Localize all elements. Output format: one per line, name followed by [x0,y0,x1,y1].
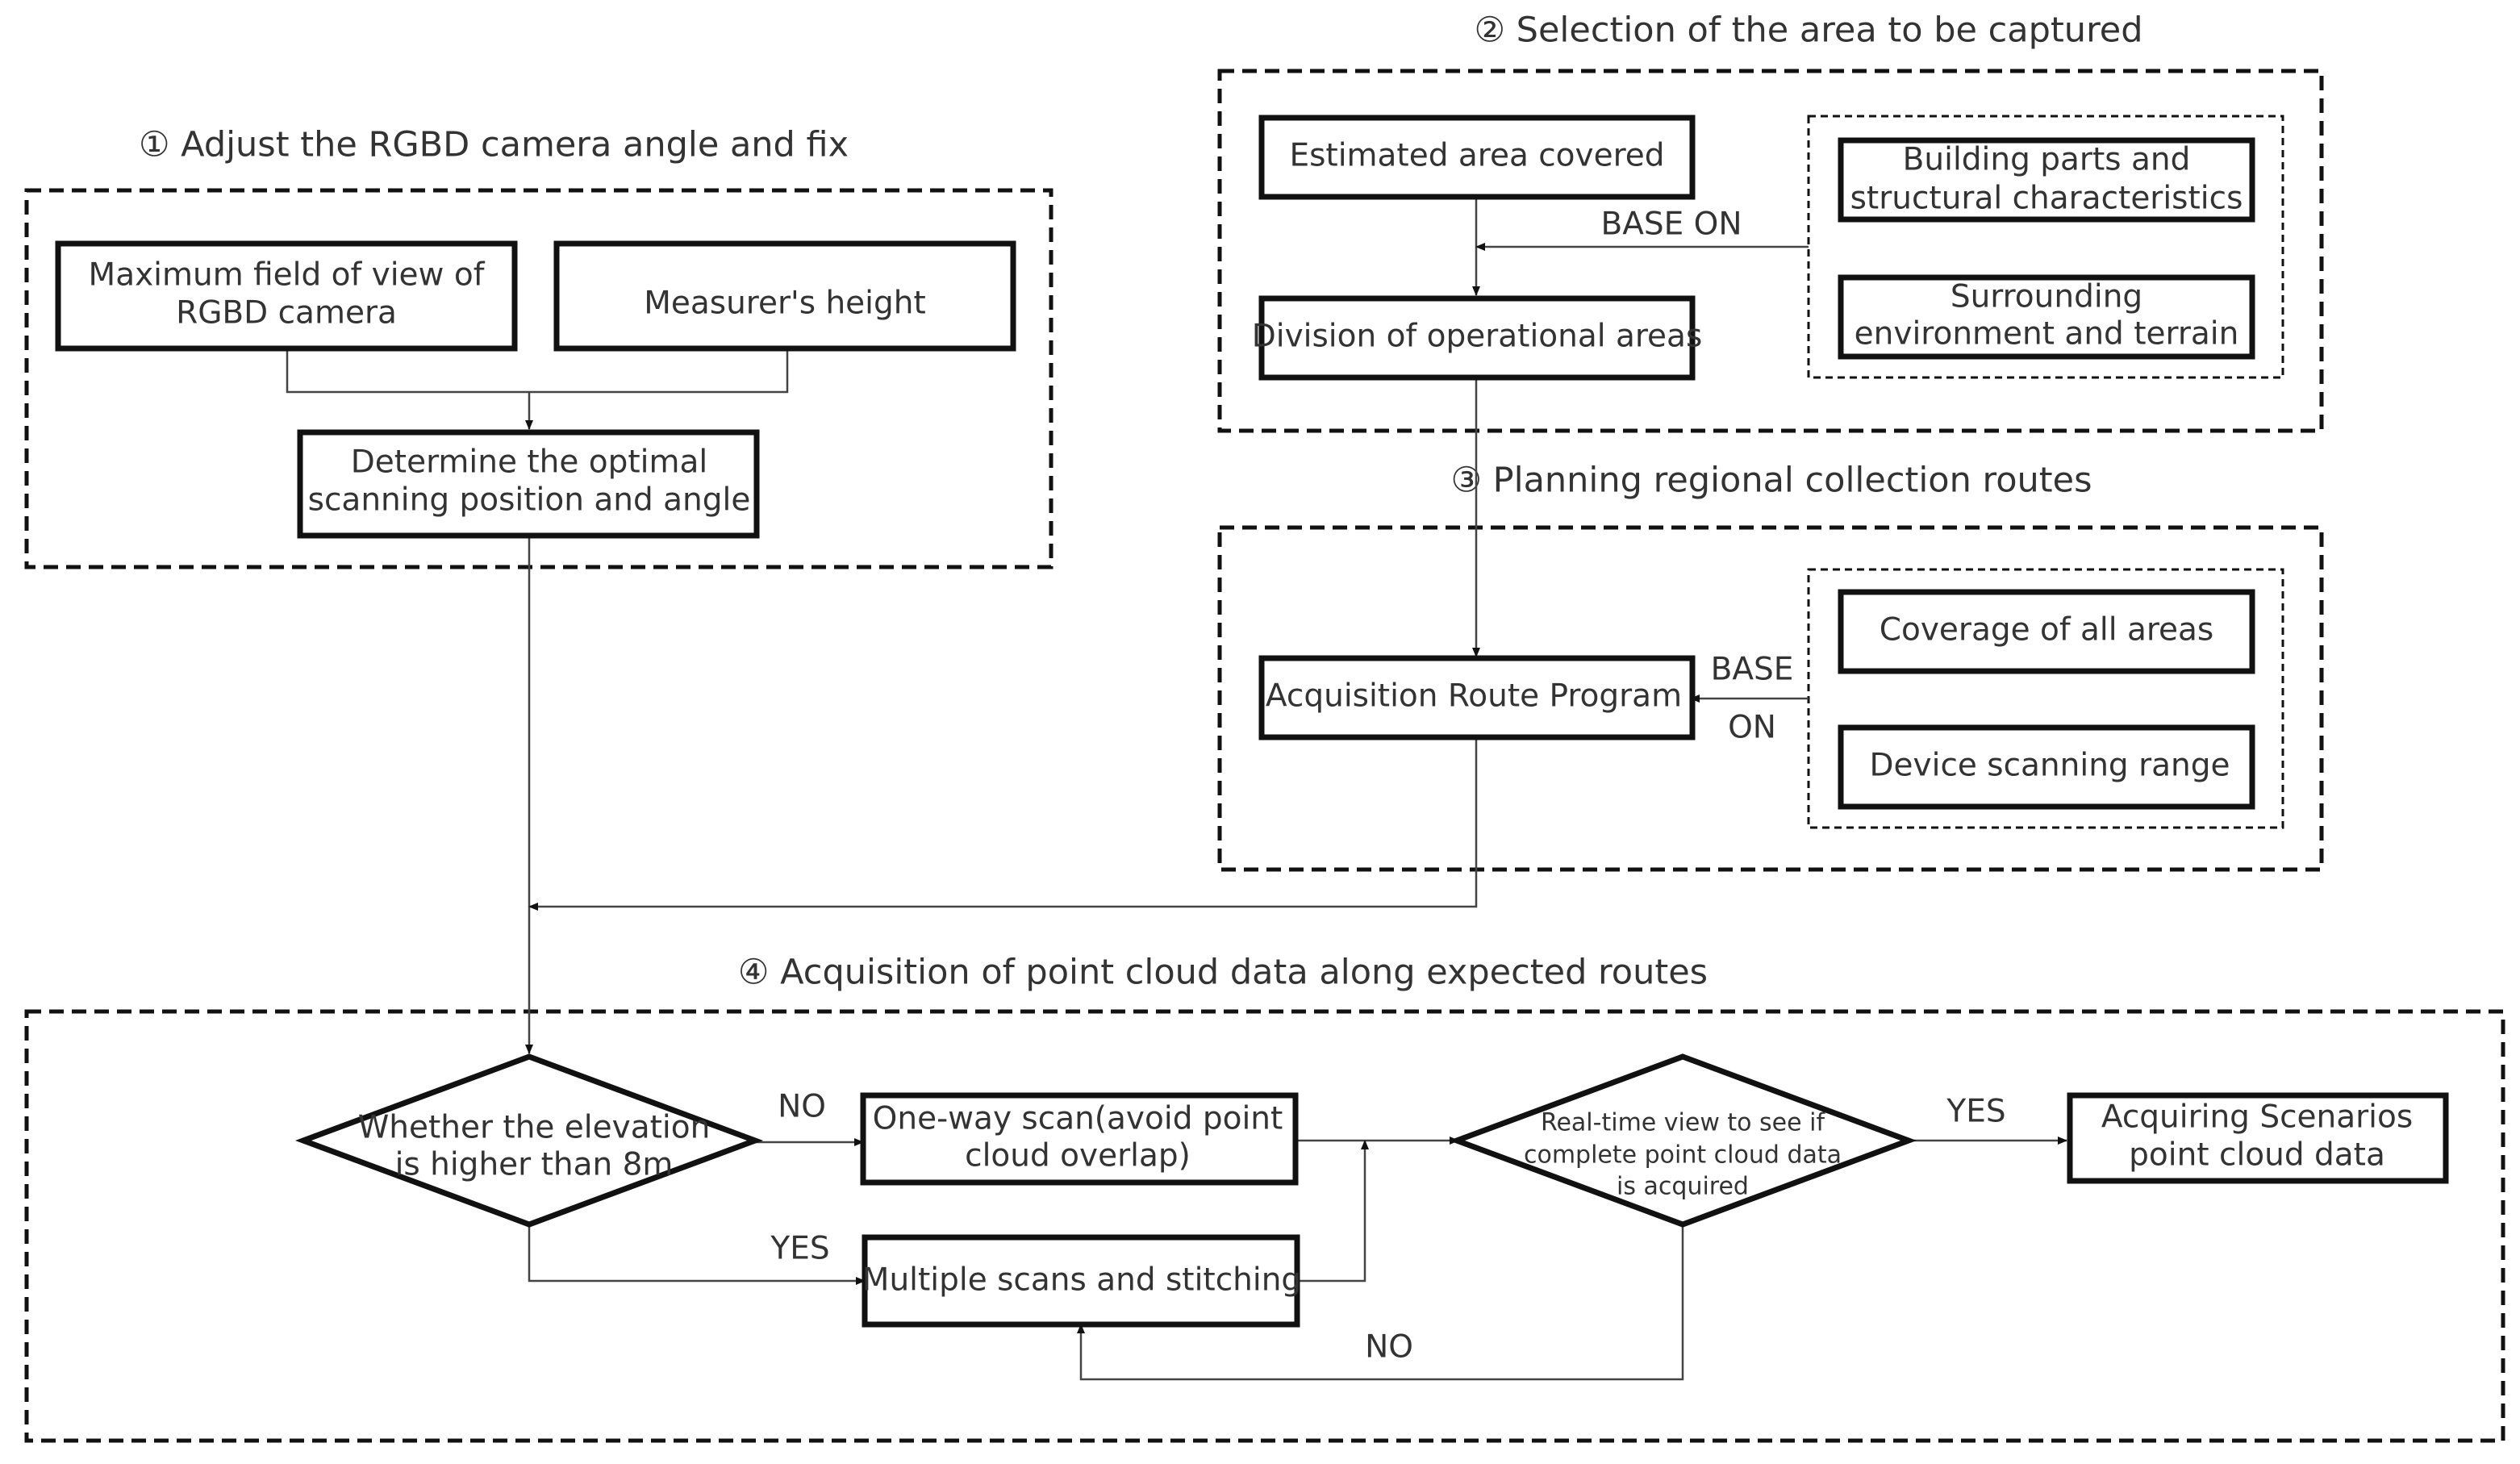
svg-text:Device scanning range: Device scanning range [1870,748,2230,784]
section-3-title: ③ Planning regional collection routes [1450,461,2092,501]
svg-text:One-way scan(avoid point: One-way scan(avoid point [873,1101,1283,1137]
edge-label-realtime-yes: YES [1946,1094,2005,1130]
svg-text:complete point cloud data: complete point cloud data [1524,1141,1842,1170]
svg-text:RGBD camera: RGBD camera [176,295,397,332]
node-device-range: Device scanning range [1838,724,2255,810]
svg-text:Division of operational areas: Division of operational areas [1252,319,1703,355]
svg-text:is acquired: is acquired [1617,1173,1749,1201]
node-coverage-areas: Coverage of all areas [1838,589,2255,674]
node-surrounding-environment: Surrounding environment and terrain [1838,274,2255,360]
node-multiple-scans: Multiple scans and stitching [862,1234,1301,1328]
node-estimated-area: Estimated area covered [1258,115,1696,200]
section-2-title: ② Selection of the area to be captured [1474,10,2142,51]
svg-text:cloud overlap): cloud overlap) [965,1138,1191,1174]
svg-text:Building parts and: Building parts and [1903,142,2191,178]
edge-label-elevation-no: NO [778,1089,826,1125]
connector-elevation-yes [528,1224,866,1285]
svg-text:Multiple scans and stitching: Multiple scans and stitching [862,1262,1301,1299]
svg-text:Estimated area covered: Estimated area covered [1289,138,1664,174]
node-max-field-of-view: Maximum field of view of RGBD camera [55,240,518,352]
edge-label-elevation-yes: YES [770,1231,829,1267]
svg-text:Determine the optimal: Determine the optimal [351,444,707,481]
edge-label-base-on-top: BASE ON [1600,206,1742,243]
svg-text:Coverage of all areas: Coverage of all areas [1880,612,2214,649]
node-measurer-height: Measurer's height [553,240,1016,352]
section-2-inner-frame [1807,115,2284,379]
svg-text:point cloud data: point cloud data [2129,1137,2385,1174]
node-building-parts: Building parts and structural characteri… [1838,137,2255,223]
section-1-title: ① Adjust the RGBD camera angle and fix [139,125,849,165]
svg-text:Maximum field of view of: Maximum field of view of [89,257,486,294]
svg-text:environment and terrain: environment and terrain [1855,316,2239,352]
decision-realtime-view: Real-time view to see if complete point … [1448,1053,1917,1228]
node-division-areas: Division of operational areas [1252,295,1703,381]
decision-elevation: Whether the elevation is higher than 8m [294,1053,764,1228]
edge-label-base: BASE [1711,652,1794,688]
node-optimal-position: Determine the optimal scanning position … [297,429,760,539]
connector-multiple-up [1295,1140,1369,1283]
svg-text:Surrounding: Surrounding [1950,279,2142,315]
node-one-way-scan: One-way scan(avoid point cloud overlap) [860,1092,1299,1186]
edge-label-on: ON [1728,710,1776,746]
svg-text:Acquisition Route Program: Acquisition Route Program [1266,678,1682,715]
section-3-frame [1217,525,2324,872]
connector-maxfov-down [286,348,789,394]
svg-text:Acquiring Scenarios: Acquiring Scenarios [2101,1099,2413,1136]
connector-realtime-no [1077,1224,1684,1381]
edge-label-realtime-no: NO [1365,1329,1413,1366]
connector-route-to-main [528,737,1478,911]
node-acquiring-scenarios: Acquiring Scenarios point cloud data [2067,1092,2449,1184]
section-2-frame [1217,69,2324,433]
svg-text:is higher than 8m: is higher than 8m [395,1147,674,1183]
svg-text:Measurer's height: Measurer's height [644,286,926,322]
node-acquisition-route: Acquisition Route Program [1258,655,1696,740]
svg-text:scanning position and angle: scanning position and angle [308,482,751,519]
svg-text:Real-time view to see if: Real-time view to see if [1541,1109,1825,1137]
svg-text:Whether the elevation: Whether the elevation [358,1110,711,1146]
section-4-title: ④ Acquisition of point cloud data along … [738,953,1708,993]
svg-text:structural characteristics: structural characteristics [1850,181,2243,217]
section-4-frame [24,1009,2505,1443]
